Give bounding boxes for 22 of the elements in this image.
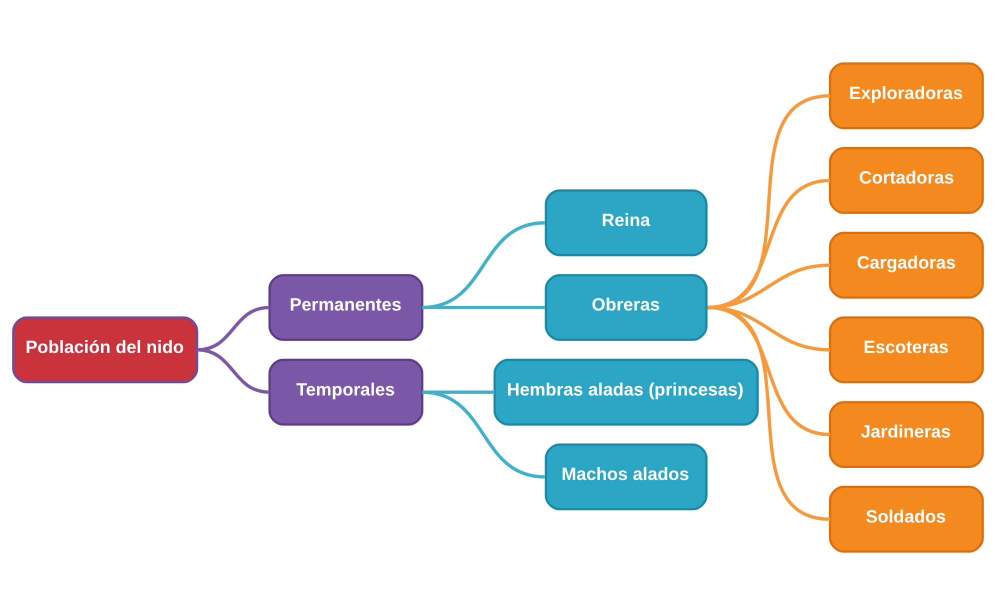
- node-box: Hembras aladas (princesas): [494, 358, 759, 426]
- connector: [196, 348, 270, 394]
- node-box: Exploradoras: [828, 62, 984, 130]
- connector: [422, 221, 545, 310]
- connector: [707, 306, 830, 436]
- node-box: Jardineras: [828, 401, 984, 468]
- node-box: Escoteras: [828, 316, 984, 384]
- node-box: Machos alados: [544, 443, 708, 510]
- node-box: Obreras: [544, 274, 708, 341]
- node-box: Temporales: [268, 358, 424, 426]
- connector: [707, 178, 830, 310]
- connector: [707, 306, 830, 521]
- connector: [422, 390, 545, 479]
- node-box: Soldados: [828, 486, 984, 553]
- node-box: Permanentes: [268, 274, 424, 341]
- connector: [707, 94, 830, 310]
- connector: [196, 306, 270, 352]
- node-box: Cargadoras: [828, 232, 984, 299]
- node-box: Cortadoras: [828, 147, 984, 214]
- connector: [422, 306, 545, 310]
- node-box: Reina: [544, 189, 708, 256]
- node-box: Población del nido: [12, 316, 198, 384]
